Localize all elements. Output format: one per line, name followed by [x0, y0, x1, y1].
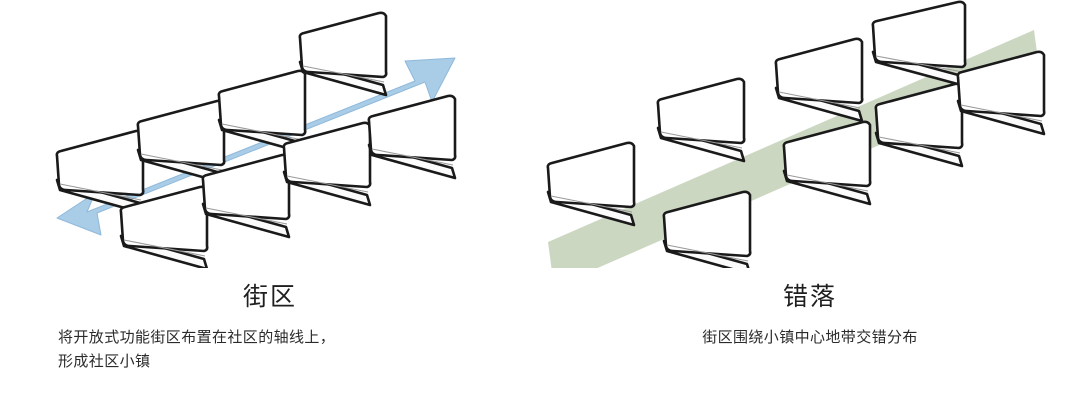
description-line: 将开放式功能街区布置在社区的轴线上，	[58, 329, 336, 346]
panel-title: 街区	[242, 283, 297, 311]
caption-street-block: 街区 将开放式功能街区布置在社区的轴线上， 形成社区小镇	[0, 268, 540, 374]
block	[201, 153, 291, 239]
block	[871, 0, 967, 88]
block	[774, 37, 864, 123]
block	[298, 11, 388, 97]
panel-staggered: 错落 街区围绕小镇中心地带交错分布	[540, 0, 1080, 402]
diagram-staggered	[540, 0, 1080, 268]
description-line: 形成社区小镇	[58, 353, 151, 370]
panel-street-block: 街区 将开放式功能街区布置在社区的轴线上， 形成社区小镇	[0, 0, 540, 374]
diagram-street-block	[0, 0, 540, 268]
block	[662, 190, 752, 268]
block	[656, 77, 746, 163]
panel-title: 错落	[782, 283, 837, 311]
panel-description: 街区围绕小镇中心地带交错分布	[540, 326, 1080, 350]
block	[55, 129, 145, 215]
block	[546, 141, 636, 227]
caption-staggered: 错落 街区围绕小镇中心地带交错分布	[540, 268, 1080, 350]
block	[282, 121, 372, 207]
double-headed-arrow-icon	[56, 57, 456, 236]
description-line: 街区围绕小镇中心地带交错分布	[702, 329, 918, 346]
block-group-staggered	[546, 0, 1046, 268]
block	[367, 94, 457, 180]
block	[874, 82, 964, 168]
block-group-lower-row	[119, 94, 457, 268]
block	[956, 50, 1046, 136]
block	[136, 99, 226, 185]
block	[782, 120, 872, 206]
block	[119, 185, 209, 268]
panel-description: 将开放式功能街区布置在社区的轴线上， 形成社区小镇	[0, 326, 540, 374]
